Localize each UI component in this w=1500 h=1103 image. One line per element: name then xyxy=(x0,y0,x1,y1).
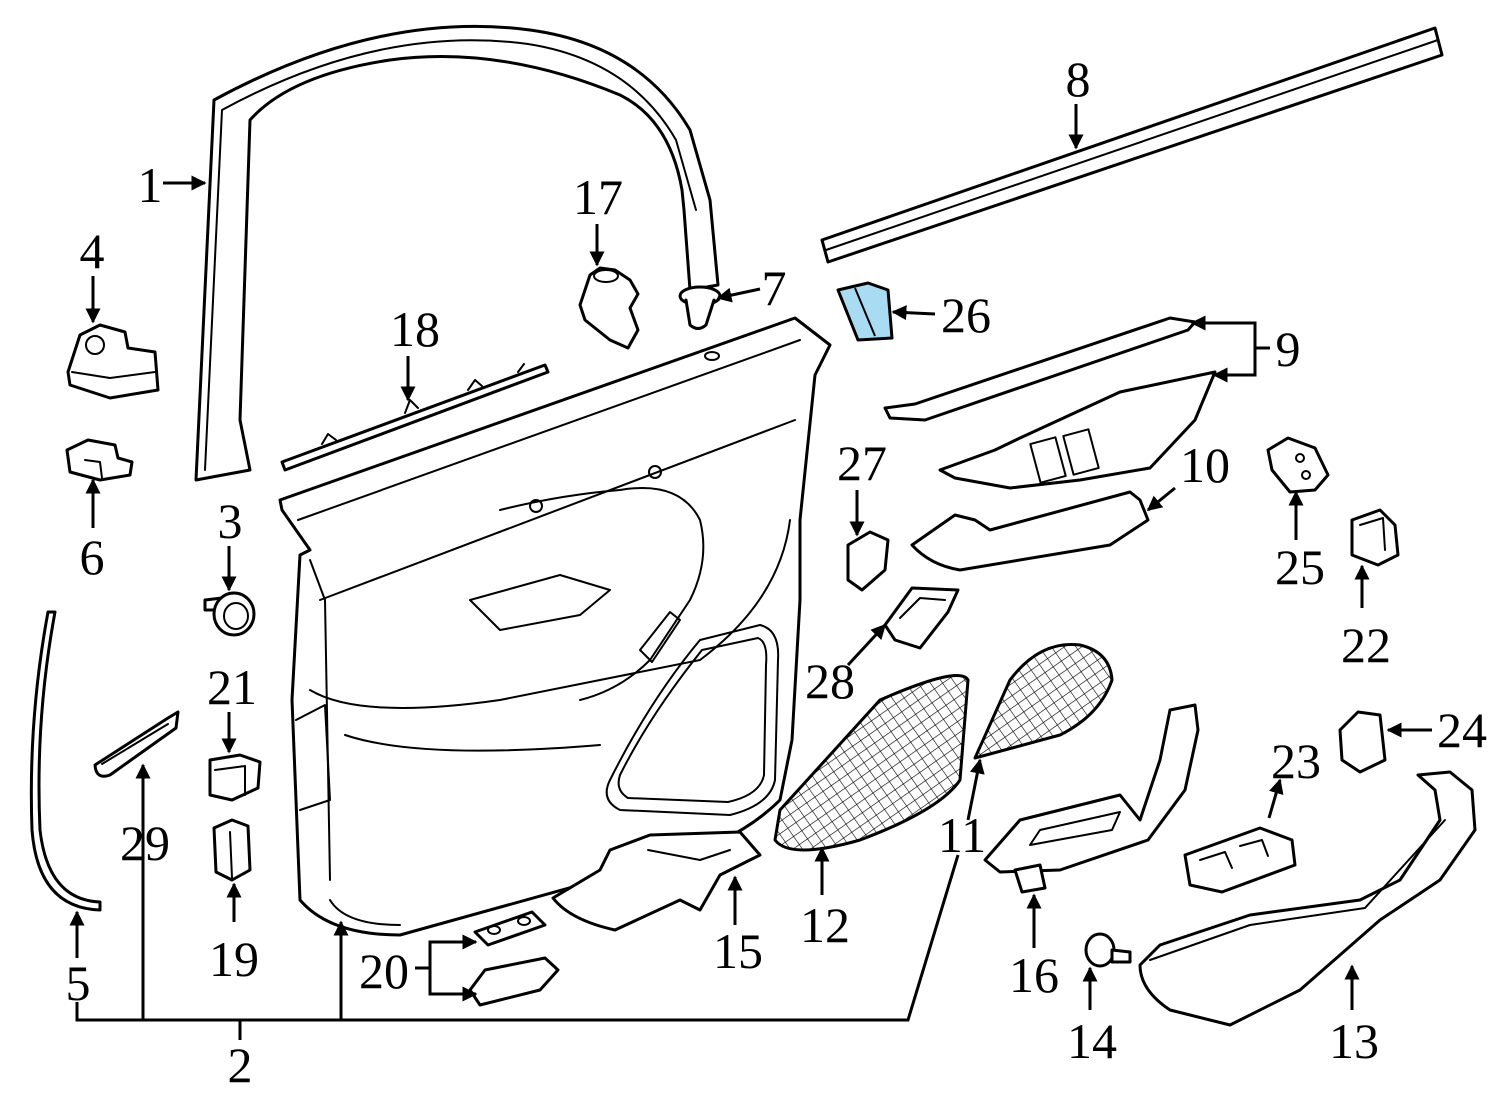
callout-12: 12 xyxy=(800,897,850,953)
callout-2: 2 xyxy=(228,1037,253,1093)
part-1-frame-weatherstrip xyxy=(194,24,720,482)
part-13-armrest xyxy=(1138,770,1477,1027)
callout-5: 5 xyxy=(66,955,91,1011)
part-4-bracket xyxy=(66,323,160,400)
callout-9: 9 xyxy=(1276,321,1301,377)
part-22-switch xyxy=(1350,508,1400,567)
part-15-pocket xyxy=(551,830,762,932)
callout-23: 23 xyxy=(1271,733,1321,789)
callout-10: 10 xyxy=(1180,437,1230,493)
part-24-cap xyxy=(1338,710,1387,774)
part-25-bracket xyxy=(1266,436,1330,494)
callout-28: 28 xyxy=(805,653,855,709)
callout-20: 20 xyxy=(359,943,409,999)
callout-14: 14 xyxy=(1067,1013,1117,1069)
part-3-push-clip xyxy=(203,591,256,637)
part-20-handle-cups xyxy=(468,910,560,1007)
callout-24: 24 xyxy=(1437,702,1487,758)
part-5-seal-strip xyxy=(29,610,102,912)
part-12-speaker-grille xyxy=(773,674,970,852)
callout-29: 29 xyxy=(120,815,170,871)
callout-labels: 1 2 3 4 5 6 7 8 9 10 11 12 13 14 15 16 1… xyxy=(66,51,1488,1093)
callout-1: 1 xyxy=(138,157,163,213)
part-21-switch xyxy=(208,753,262,802)
callout-6: 6 xyxy=(80,529,105,585)
part-26-pad[interactable] xyxy=(836,281,894,342)
part-28-switch-bezel xyxy=(883,586,960,650)
part-27-cap xyxy=(846,530,890,592)
callout-13: 13 xyxy=(1329,1013,1379,1069)
part-10-armrest-pad xyxy=(910,490,1150,572)
part-19-switch-cover xyxy=(212,818,252,882)
part-6-clip xyxy=(65,438,134,482)
callout-21: 21 xyxy=(207,659,257,715)
part-14-screw xyxy=(1084,932,1132,968)
callout-19: 19 xyxy=(209,931,259,987)
callout-15: 15 xyxy=(713,923,763,979)
callout-27: 27 xyxy=(837,435,887,491)
callout-22: 22 xyxy=(1341,617,1391,673)
callout-4: 4 xyxy=(80,223,105,279)
part-11-speaker-grille xyxy=(973,642,1114,760)
part-16-switch-panel xyxy=(983,703,1200,894)
part-23-window-switch xyxy=(1183,826,1297,894)
part-7-plug xyxy=(678,285,722,330)
part-17-bracket xyxy=(578,266,640,350)
part-9-armrest-trim xyxy=(883,316,1217,490)
callout-26: 26 xyxy=(941,287,991,343)
callout-17: 17 xyxy=(573,169,623,225)
callout-11: 11 xyxy=(938,807,986,863)
callout-3: 3 xyxy=(218,493,243,549)
callout-25: 25 xyxy=(1275,539,1325,595)
callout-16: 16 xyxy=(1009,947,1059,1003)
callout-18: 18 xyxy=(390,301,440,357)
callout-7: 7 xyxy=(762,260,787,316)
leader-lines xyxy=(69,104,1432,1040)
part-8-outer-molding xyxy=(820,26,1444,264)
part-29-bezel xyxy=(93,710,180,778)
callout-8: 8 xyxy=(1066,51,1091,107)
